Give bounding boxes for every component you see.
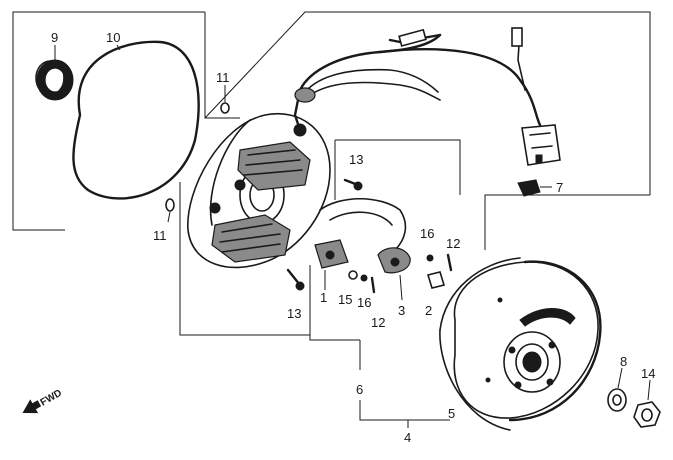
callout-2: 2 <box>425 303 432 318</box>
frame-top <box>204 11 651 195</box>
callout-14: 14 <box>641 366 655 381</box>
flywheel-rotor <box>439 257 602 431</box>
small-fasteners <box>348 253 453 294</box>
callout-13-lower: 13 <box>287 306 301 321</box>
callout-3: 3 <box>398 303 405 318</box>
exciter-coil <box>377 247 411 301</box>
callout-9: 9 <box>51 30 58 45</box>
callout-10: 10 <box>106 30 120 45</box>
fwd-arrow: FWD <box>22 388 64 414</box>
oil-seal <box>35 45 74 101</box>
wire-harness <box>293 27 561 166</box>
cap-7 <box>517 179 552 197</box>
callout-16-lower: 16 <box>357 295 371 310</box>
pulser-coil <box>314 239 349 290</box>
callout-12-lower: 12 <box>371 315 385 330</box>
callout-6: 6 <box>356 382 363 397</box>
callout-5: 5 <box>448 406 455 421</box>
callout-7: 7 <box>556 180 563 195</box>
bolt-13-upper <box>343 178 363 191</box>
callout-8: 8 <box>620 354 627 369</box>
clip-11-left <box>165 198 175 223</box>
frame-seal-group <box>12 11 205 231</box>
callout-1: 1 <box>320 290 327 305</box>
washer-8 <box>607 367 627 412</box>
callout-labels: 9 10 11 11 13 13 7 16 16 12 12 1 15 3 2 … <box>51 30 655 445</box>
callout-4: 4 <box>404 430 411 445</box>
frame-lines <box>12 11 651 428</box>
clip-11-top <box>220 85 230 114</box>
frame-inner-left <box>179 182 310 336</box>
bolt-13-lower <box>286 268 305 291</box>
callout-11-left: 11 <box>153 228 167 243</box>
callout-12-right: 12 <box>446 236 460 251</box>
frame-bolt-group <box>309 265 360 341</box>
frame-inner-top <box>335 139 461 195</box>
callout-16-right: 16 <box>420 226 434 241</box>
callout-15: 15 <box>338 292 352 307</box>
leader-5 <box>359 400 450 421</box>
callout-11-top: 11 <box>216 70 230 85</box>
stator-base-plate <box>187 113 331 269</box>
o-ring <box>72 40 200 200</box>
nut-14 <box>633 379 661 428</box>
frame-right <box>484 194 650 250</box>
fwd-label: FWD <box>39 388 64 409</box>
callout-13-upper: 13 <box>349 152 363 167</box>
frame-seal-group-right <box>204 12 240 119</box>
pickup-wires <box>319 197 407 251</box>
